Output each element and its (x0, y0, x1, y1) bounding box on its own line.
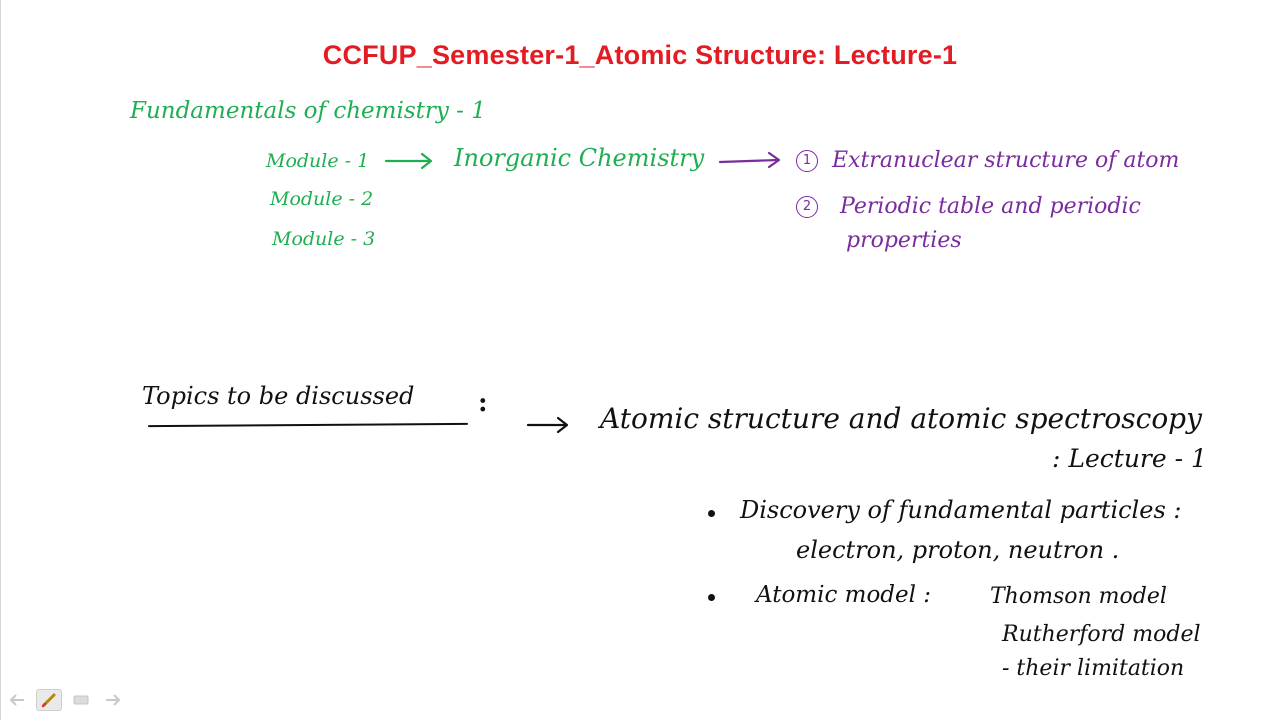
item-2-number: 2 (796, 196, 818, 218)
bullet-2-dot (708, 594, 715, 601)
bullet-1-line2: electron, proton, neutron . (796, 536, 1120, 564)
item-2-text-line2: properties (846, 228, 962, 253)
lecture-tag: : Lecture - 1 (1052, 444, 1207, 473)
module-1-label: Module - 1 (266, 150, 370, 172)
forward-arrow-icon (106, 694, 120, 706)
inorganic-chemistry-label: Inorganic Chemistry (454, 144, 705, 172)
eraser-button[interactable] (68, 689, 94, 711)
bullet-2-prefix: Atomic model : (756, 582, 932, 608)
slide-title: CCFUP_Semester-1_Atomic Structure: Lectu… (322, 40, 958, 70)
topics-colon: : (478, 388, 488, 418)
main-topic-text: Atomic structure and atomic spectroscopy (600, 402, 1202, 435)
rutherford-model-text: Rutherford model (1002, 622, 1201, 647)
bullet-1-dot (708, 510, 715, 517)
topics-underline (147, 422, 469, 428)
module-2-label: Module - 2 (270, 188, 374, 210)
thomson-model-text: Thomson model (990, 584, 1167, 609)
item-1-number: 1 (796, 150, 818, 172)
item-2-text: Periodic table and periodic (840, 194, 1141, 219)
back-arrow-icon (10, 694, 24, 706)
inorganic-arrow-icon (718, 151, 781, 169)
pen-icon (41, 693, 56, 708)
forward-arrow-button[interactable] (100, 689, 126, 711)
item-1-text: Extranuclear structure of atom (832, 148, 1180, 173)
module-3-label: Module - 3 (272, 228, 376, 250)
module-arrow-icon (384, 152, 433, 170)
limitation-text: - their limitation (1002, 656, 1185, 681)
left-edge-divider (0, 0, 1, 720)
bullet-1-line1: Discovery of fundamental particles : (740, 496, 1182, 524)
presenter-toolbar (4, 688, 126, 712)
back-arrow-button[interactable] (4, 689, 30, 711)
eraser-icon (73, 695, 89, 705)
topics-label: Topics to be discussed (142, 382, 415, 410)
fundamentals-heading: Fundamentals of chemistry - 1 (130, 98, 486, 124)
pen-button[interactable] (36, 689, 62, 711)
topics-arrow-icon (526, 416, 569, 434)
